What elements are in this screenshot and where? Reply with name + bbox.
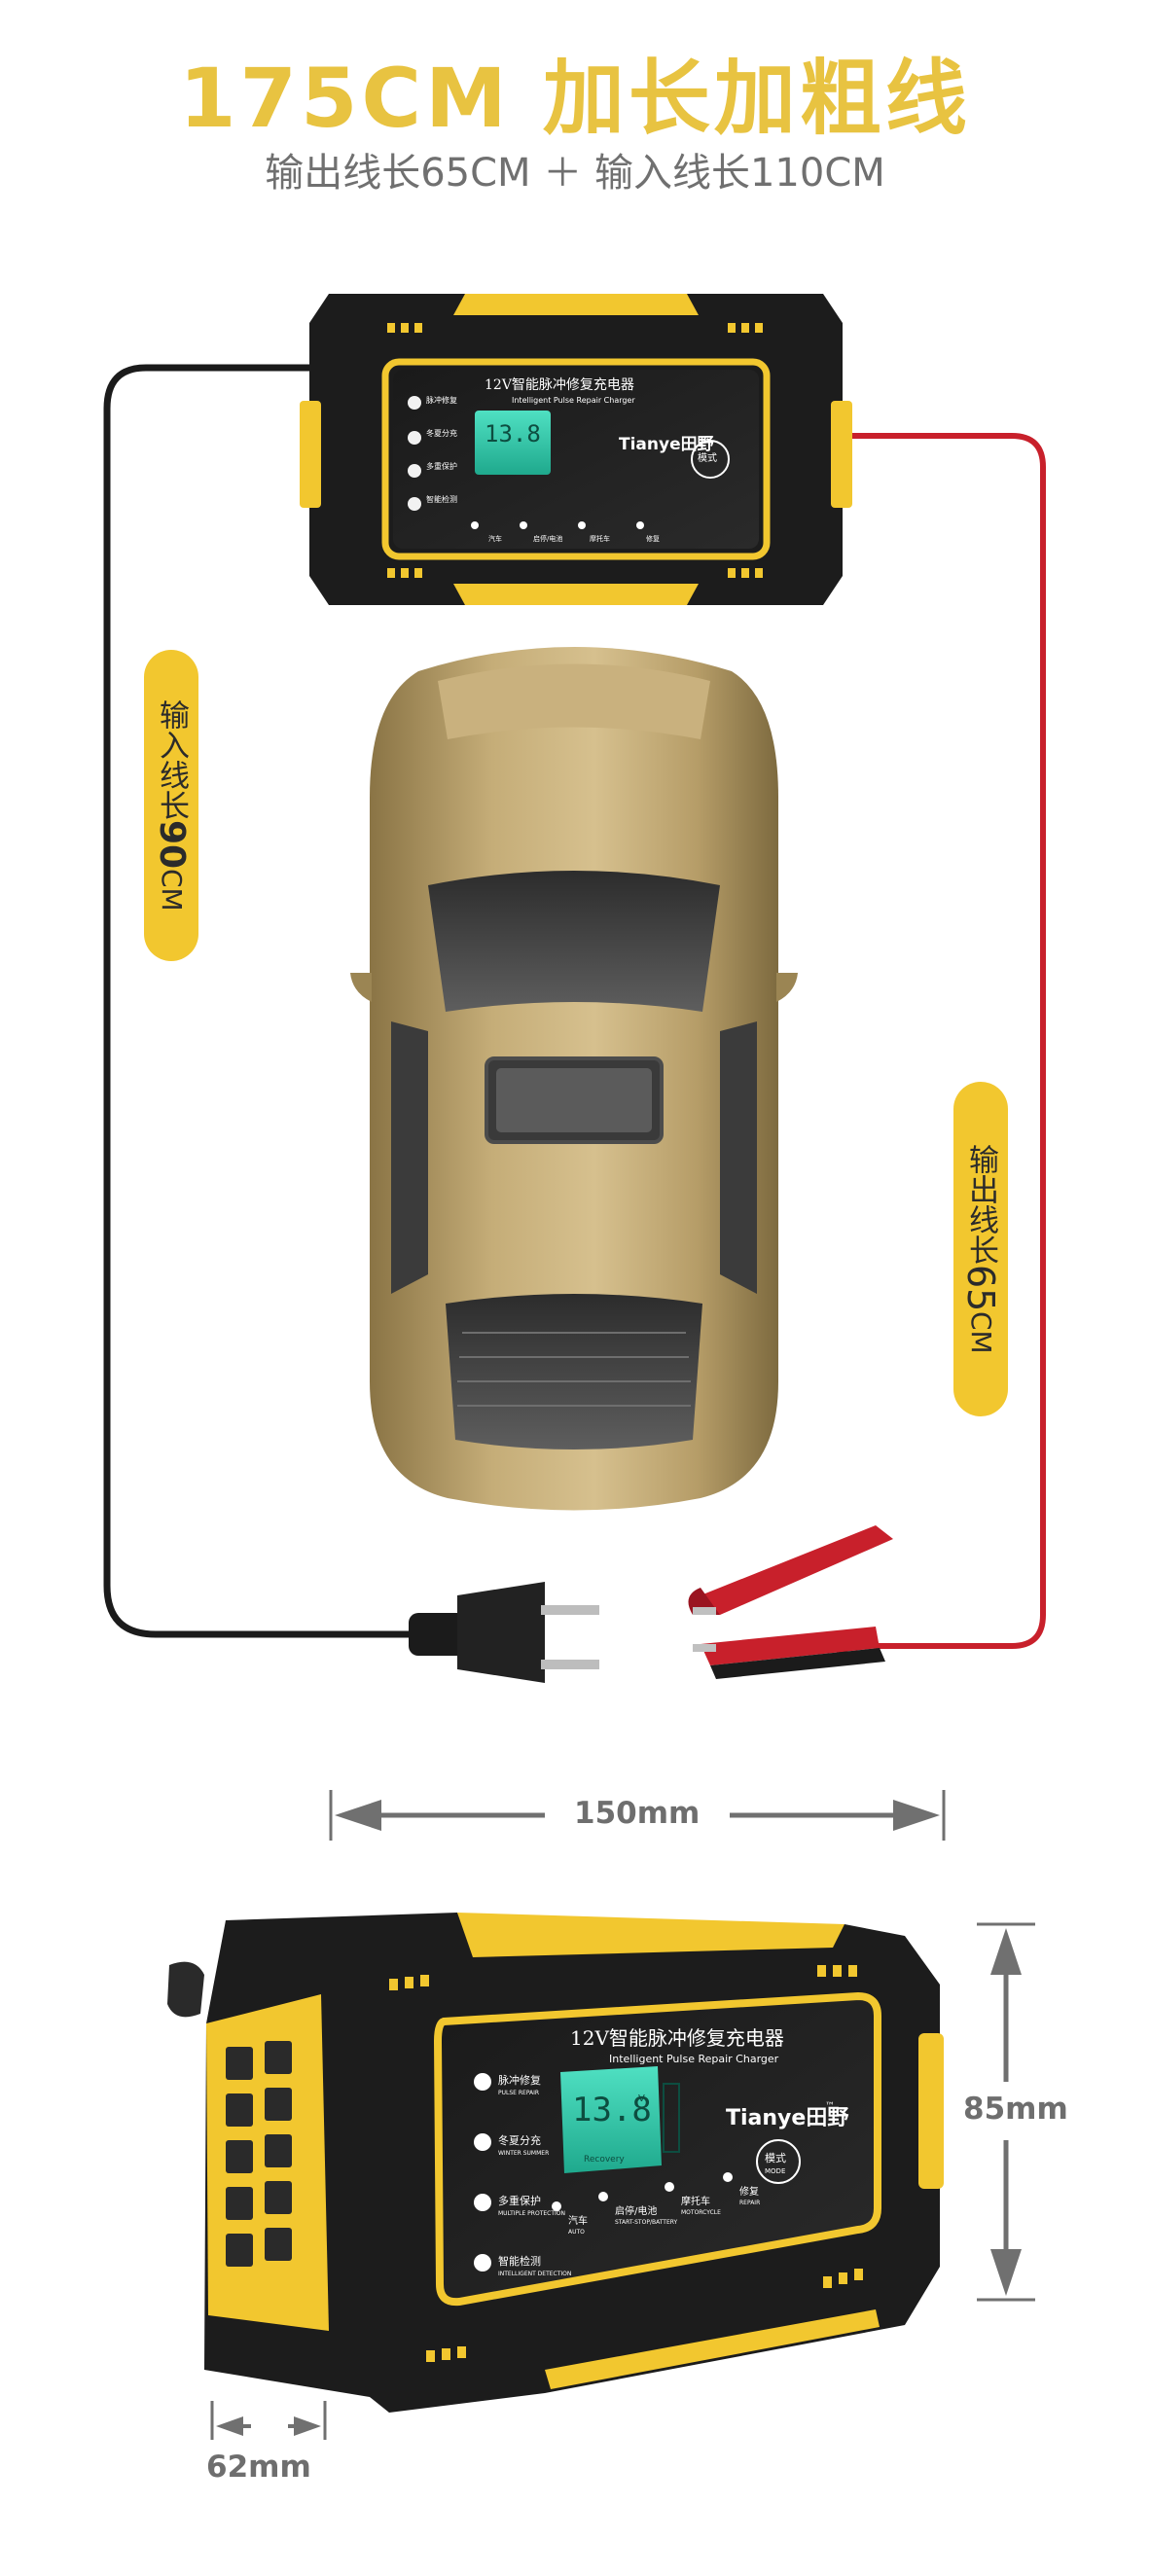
- mode-label-en: MOTORCYCLE: [681, 2209, 721, 2216]
- top-feature-label: 智能检测: [426, 494, 457, 504]
- feature-label: 多重保护: [498, 2194, 541, 2207]
- width-dimension-arrows: [329, 1790, 946, 1841]
- feature-icon: [474, 2254, 491, 2272]
- charger-bottom: 12V智能脉冲修复充电器 Intelligent Pulse Repair Ch…: [167, 1913, 944, 2413]
- mode-label: 汽车: [568, 2214, 588, 2227]
- clamp-illustration: [688, 1525, 893, 1679]
- mode-label-en: AUTO: [568, 2229, 585, 2236]
- svg-text:模式: 模式: [698, 451, 717, 464]
- feature-label: 智能检测: [498, 2254, 541, 2268]
- output-cable: [837, 433, 1046, 1649]
- top-mode-label: 汽车: [488, 534, 502, 543]
- bottom-lcd-status: Recovery: [584, 2155, 625, 2165]
- input-cable-unit: CM: [156, 869, 188, 912]
- feature-label: 冬夏分充: [498, 2133, 541, 2147]
- top-mode-label: 启停/电池: [533, 534, 562, 543]
- headline-subtitle: 输出线长65CM ＋ 输入线长110CM: [265, 151, 885, 196]
- mode-label: 修复: [739, 2185, 759, 2198]
- input-cable-value: 90: [152, 820, 192, 870]
- top-model-title: 12V智能脉冲修复充电器: [485, 376, 634, 393]
- mode-label-en: START-STOP/BATTERY: [615, 2219, 678, 2226]
- mode-indicator: [552, 2201, 561, 2211]
- feature-label-en: INTELLIGENT DETECTION: [498, 2271, 571, 2277]
- feature-icon: [474, 2194, 491, 2211]
- top-feature-label: 多重保护: [426, 461, 457, 471]
- bottom-lcd-value: 13.8: [572, 2091, 652, 2129]
- svg-text:™: ™: [825, 2101, 835, 2112]
- plug-illustration: [409, 1582, 599, 1683]
- output-cable-unit: CM: [965, 1311, 997, 1355]
- input-cable: [103, 364, 409, 1638]
- input-cable-length-badge: 输入线长 90 CM: [144, 650, 198, 961]
- top-lcd-value: 13.8: [485, 420, 541, 447]
- feature-label: 脉冲修复: [498, 2073, 541, 2087]
- charger-top: 12V智能脉冲修复充电器 Intelligent Pulse Repair Ch…: [300, 294, 852, 605]
- feature-icon: [474, 2073, 491, 2091]
- mode-indicator: [665, 2182, 674, 2192]
- width-dimension-label: 150mm: [564, 1796, 710, 1831]
- bottom-mode-cn: 模式: [765, 2152, 786, 2165]
- mode-label: 摩托车: [681, 2195, 710, 2207]
- output-cable-length-badge: 输出线长 65 CM: [953, 1082, 1008, 1416]
- feature-icon: [474, 2133, 491, 2151]
- feature-label-en: PULSE REPAIR: [498, 2090, 539, 2096]
- feature-label-en: WINTER SUMMER: [498, 2150, 549, 2157]
- output-cable-label: 输出线长: [963, 1143, 998, 1265]
- bottom-model-subtitle: Intelligent Pulse Repair Charger: [609, 2053, 779, 2065]
- top-mode-label: 摩托车: [590, 534, 610, 543]
- mode-label-en: REPAIR: [739, 2200, 760, 2206]
- height-dimension-label: 85mm: [953, 2092, 1078, 2127]
- top-feature-label: 脉冲修复: [426, 395, 457, 405]
- bottom-lcd-unit: V: [638, 2093, 645, 2104]
- top-mode-label: 修复: [646, 534, 660, 543]
- top-feature-label: 冬夏分充: [426, 428, 457, 438]
- mode-label: 启停/电池: [615, 2204, 657, 2217]
- mode-indicator: [723, 2172, 733, 2182]
- output-cable-value: 65: [959, 1264, 1002, 1312]
- mode-indicator: [598, 2192, 608, 2201]
- input-cable-label: 输入线长: [154, 699, 189, 821]
- depth-dimension-label: 62mm: [206, 2450, 311, 2485]
- top-model-subtitle: Intelligent Pulse Repair Charger: [512, 396, 635, 405]
- bottom-brand: Tianye田野: [726, 2106, 848, 2130]
- depth-dimension-arrows: [210, 2401, 327, 2440]
- bottom-model-title: 12V智能脉冲修复充电器: [570, 2026, 784, 2050]
- feature-label-en: MULTIPLE PROTECTION: [498, 2210, 565, 2217]
- headline-title: 175CM 加长加粗线: [179, 51, 971, 146]
- car-illustration: [350, 647, 798, 1511]
- height-dimension-arrows: [977, 1922, 1035, 2302]
- top-brand: Tianye田野: [619, 435, 714, 454]
- bottom-mode-en: MODE: [765, 2167, 785, 2175]
